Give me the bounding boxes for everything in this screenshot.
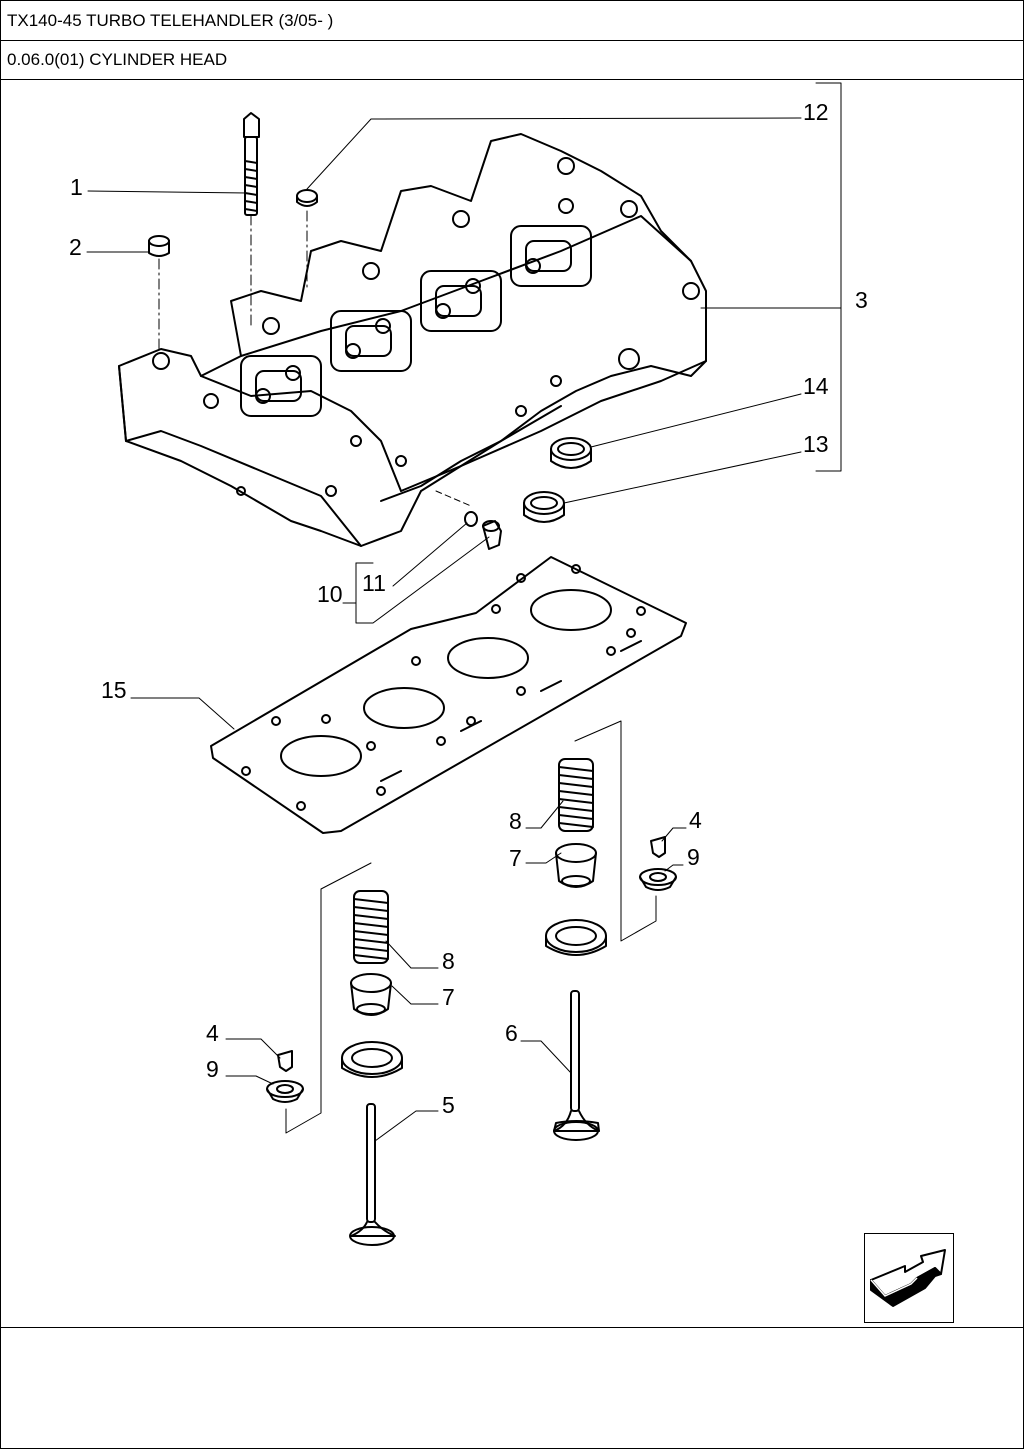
callout-7-lower: 7 [442, 984, 455, 1010]
callout-14: 14 [803, 373, 829, 399]
callout-9-upper: 9 [687, 844, 700, 870]
footer-area [1, 1327, 1023, 1449]
callout-3: 3 [855, 287, 868, 313]
valve-cotter-upper [650, 836, 666, 858]
leader-lines [86, 82, 842, 1142]
spring-retainer-upper [639, 868, 677, 891]
callout-9-lower: 9 [206, 1056, 219, 1082]
valve-stem-seal-upper [555, 843, 597, 888]
valve-cotter-lower [277, 1050, 293, 1072]
callout-15: 15 [101, 677, 127, 703]
seal-ring-14 [550, 437, 592, 469]
callout-6: 6 [505, 1020, 518, 1046]
section-bar: 0.06.0(01) CYLINDER HEAD [1, 41, 1023, 80]
head-gasket [210, 556, 687, 834]
cap [148, 235, 170, 352]
plug [296, 189, 318, 292]
exhaust-valve [553, 990, 600, 1141]
exploded-parts-diagram: 1 2 3 4 4 5 6 7 7 8 8 9 9 10 11 12 13 14… [69, 82, 868, 1246]
callout-11: 11 [362, 570, 386, 596]
title-bar: TX140-45 TURBO TELEHANDLER (3/05- ) [1, 1, 1023, 41]
section-title: 0.06.0(01) CYLINDER HEAD [7, 50, 228, 69]
intake-valve [349, 1103, 396, 1246]
callout-7-upper: 7 [509, 845, 522, 871]
spring-retainer-lower [266, 1080, 304, 1103]
valve-spring-upper [558, 758, 594, 832]
spring-seat-upper [545, 919, 607, 956]
cylinder-head [118, 133, 707, 547]
machine-title: TX140-45 TURBO TELEHANDLER (3/05- ) [7, 11, 334, 30]
callout-8-upper: 8 [509, 808, 522, 834]
callout-8-lower: 8 [442, 948, 455, 974]
callout-4-upper: 4 [689, 807, 702, 833]
callout-1: 1 [70, 174, 83, 200]
callout-5: 5 [442, 1092, 455, 1118]
next-page-arrow-icon [870, 1249, 946, 1307]
callout-4-lower: 4 [206, 1020, 219, 1046]
callout-2: 2 [69, 234, 82, 260]
head-bolt [243, 112, 260, 327]
o-ring [435, 490, 478, 527]
next-page-button[interactable] [864, 1233, 954, 1323]
valve-stem-seal-lower [350, 973, 392, 1016]
valve-spring-lower [353, 890, 389, 964]
callout-10: 10 [317, 581, 343, 607]
seal-ring-13 [523, 491, 565, 523]
spring-seat-lower [341, 1041, 403, 1078]
callout-12: 12 [803, 99, 829, 125]
callout-13: 13 [803, 431, 829, 457]
drain-plug [482, 520, 502, 550]
